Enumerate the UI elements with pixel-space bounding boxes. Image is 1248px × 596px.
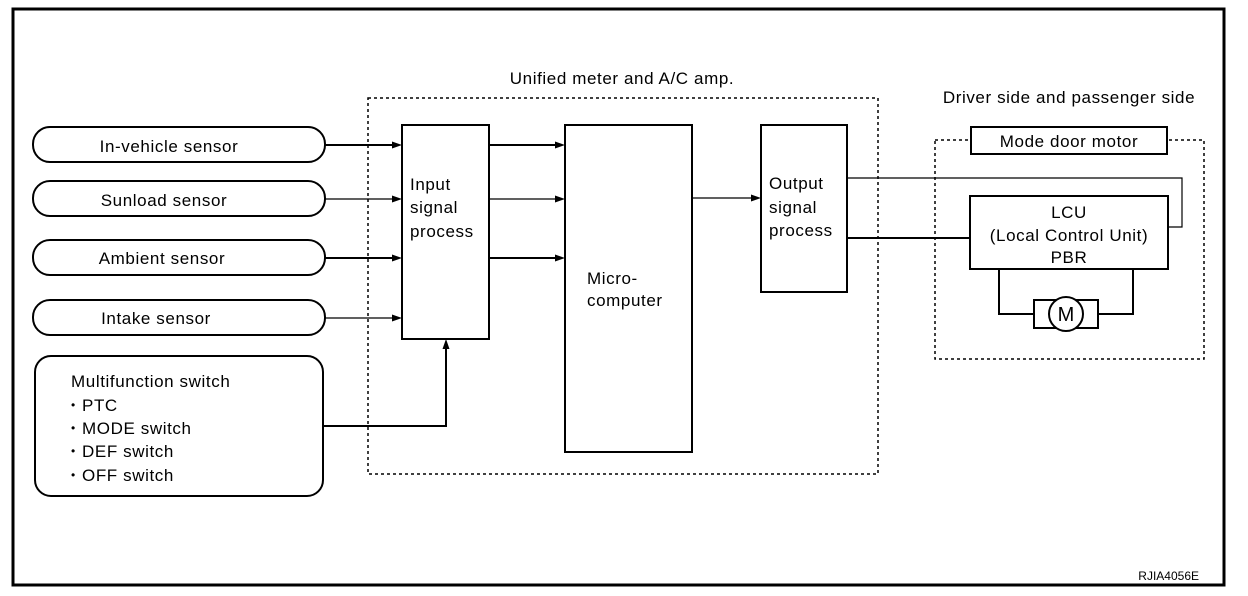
motor-icon: [1048, 296, 1084, 332]
svg-text:DEF switch: DEF switch: [82, 442, 174, 461]
microcomputer-block: Micro- computer: [564, 124, 693, 453]
svg-text:OFF switch: OFF switch: [82, 466, 174, 485]
side-group-title: Driver side and passenger side: [943, 88, 1195, 107]
svg-text:MODE switch: MODE switch: [82, 419, 192, 438]
figure-code: RJIA4056E: [1138, 569, 1199, 583]
bullet-icon: •: [71, 468, 75, 482]
output-signal-process-block: Output signal process: [760, 124, 848, 293]
amp-group-border: [367, 97, 879, 475]
svg-text:PBR: PBR: [1051, 248, 1088, 267]
multifunction-item-off: • OFF switch: [71, 466, 174, 485]
sensor-label: Sunload sensor: [101, 191, 228, 210]
mode-door-motor-label: Mode door motor: [970, 126, 1168, 155]
svg-text:Output: Output: [769, 174, 824, 193]
sensor-label: Ambient sensor: [99, 249, 226, 268]
amp-group-title: Unified meter and A/C amp.: [510, 69, 734, 88]
sensor-intake: Intake sensor: [32, 299, 326, 336]
bullet-icon: •: [71, 421, 75, 435]
output-to-lcu-wires: [847, 177, 1183, 239]
svg-text:Mode door motor: Mode door motor: [1000, 132, 1138, 151]
svg-text:PTC: PTC: [82, 396, 118, 415]
lcu-block: LCU (Local Control Unit) PBR: [969, 195, 1169, 270]
svg-text:process: process: [769, 221, 833, 240]
svg-text:computer: computer: [587, 291, 663, 310]
svg-text:signal: signal: [769, 198, 817, 217]
bullet-icon: •: [71, 444, 75, 458]
figure-frame: [11, 7, 1226, 587]
svg-text:(Local Control Unit): (Local Control Unit): [990, 226, 1148, 245]
input-signal-process-block: Input signal process: [401, 124, 490, 340]
multifunction-item-def: • DEF switch: [71, 442, 174, 461]
sensor-in-vehicle: In-vehicle sensor: [32, 126, 326, 163]
multifunction-wire: [323, 339, 450, 427]
motor-circuit: M: [998, 269, 1134, 332]
multifunction-item-mode: • MODE switch: [71, 419, 192, 438]
sensor-wires: [325, 141, 402, 322]
sensor-label: In-vehicle sensor: [100, 137, 239, 156]
bullet-icon: •: [71, 398, 75, 412]
svg-text:Input: Input: [410, 175, 451, 194]
input-to-micro-wires: [489, 141, 565, 262]
sensor-ambient: Ambient sensor: [32, 239, 326, 276]
svg-text:M: M: [1058, 304, 1075, 326]
multifunction-item-ptc: • PTC: [71, 396, 118, 415]
multifunction-title: Multifunction switch: [71, 372, 230, 391]
sensor-label: Intake sensor: [101, 309, 211, 328]
svg-text:process: process: [410, 222, 474, 241]
svg-text:Micro-: Micro-: [587, 269, 638, 288]
sensor-sunload: Sunload sensor: [32, 180, 326, 217]
svg-text:LCU: LCU: [1051, 203, 1087, 222]
micro-to-output-wire: [692, 194, 761, 202]
multifunction-switch: Multifunction switch • PTC • MODE switch…: [34, 355, 324, 497]
svg-text:signal: signal: [410, 198, 458, 217]
